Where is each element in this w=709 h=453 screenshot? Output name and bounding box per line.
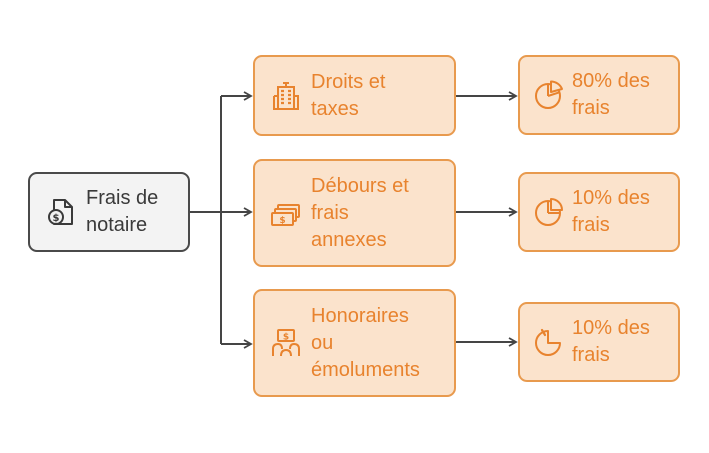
root-node-frais-de-notaire: $ Frais de notaire [28, 172, 190, 252]
result-node-80-percent: 80% des frais [518, 55, 680, 135]
building-icon [269, 79, 303, 113]
pie-chart-slice-icon [532, 325, 566, 359]
result-label-2: 10% des frais [572, 187, 650, 236]
payment-hand-icon: $ [269, 326, 303, 360]
svg-text:$: $ [279, 216, 285, 226]
money-document-icon: $ [44, 195, 78, 229]
pie-chart-80-icon [532, 78, 566, 112]
result-node-10-percent-debours: 10% des frais [518, 172, 680, 252]
svg-text:$: $ [53, 213, 60, 224]
category-label-debours-et-frais-annexes: Débours et frais annexes [311, 174, 409, 251]
category-node-honoraires-ou-emoluments: $ Honoraires ou émoluments [253, 289, 456, 397]
svg-text:$: $ [283, 333, 289, 343]
category-label-droits-et-taxes: Droits et taxes [311, 70, 386, 120]
pie-chart-10-icon [532, 195, 566, 229]
result-label-3: 10% des frais [572, 317, 650, 366]
category-label-honoraires-ou-emoluments: Honoraires ou émoluments [311, 304, 420, 381]
connector-trunk [190, 96, 222, 344]
root-label: Frais de notaire [86, 187, 159, 236]
category-node-debours-et-frais-annexes: $ Débours et frais annexes [253, 159, 456, 267]
category-node-droits-et-taxes: Droits et taxes [253, 55, 456, 136]
result-label-1: 80% des frais [572, 70, 650, 119]
result-node-10-percent-honoraires: 10% des frais [518, 302, 680, 382]
cash-stack-icon: $ [269, 196, 303, 230]
